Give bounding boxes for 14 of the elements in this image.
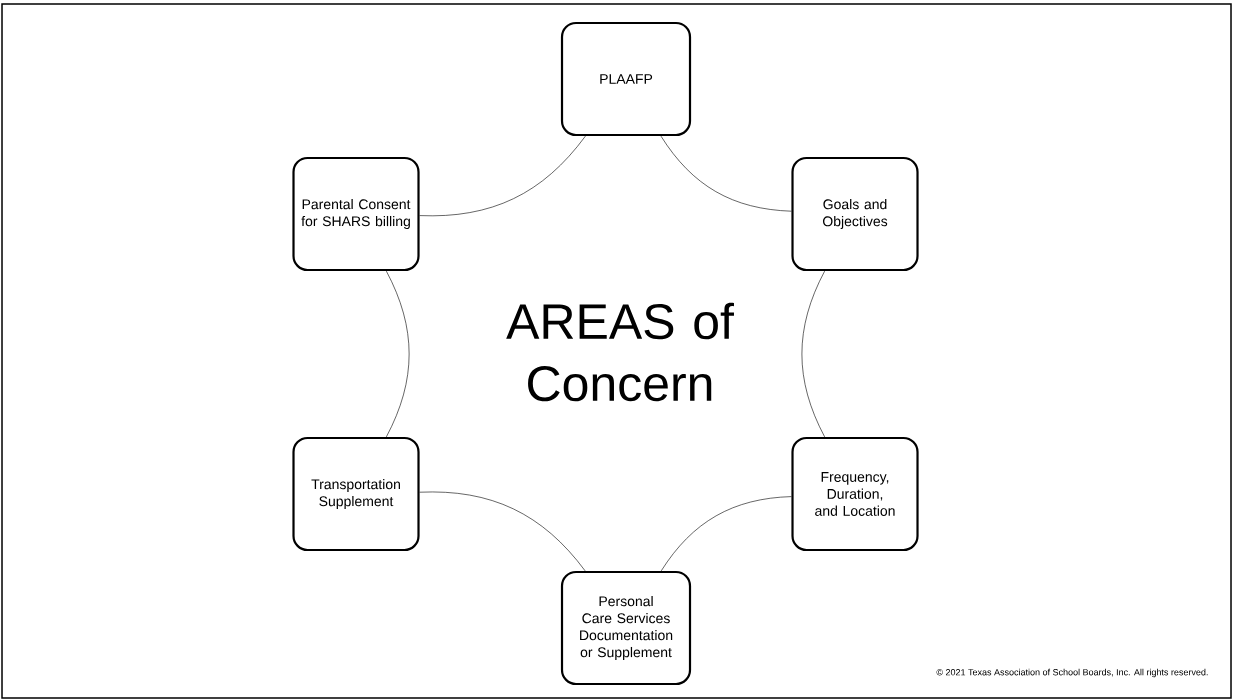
connector-arc (801, 270, 825, 438)
rounded-box: Goals and Objectives (791, 156, 919, 272)
rounded-box: Transportation Supplement (292, 436, 420, 552)
connector-arc (660, 135, 792, 212)
connector-arc (419, 491, 586, 572)
rounded-box: Frequency, Duration, and Location (791, 436, 919, 552)
copyright-note: © 2021 Texas Association of School Boards, Inc. All rights reserved. (936, 668, 1208, 678)
rounded-box: PLAAFP (560, 21, 692, 137)
connector-arc (386, 270, 410, 438)
connector-arc (660, 496, 792, 572)
rounded-box: Personal Care Services Documentation or Supplement (560, 570, 692, 686)
center-heading: AREAS of Concern (506, 302, 734, 402)
connector-arc (419, 135, 586, 217)
rounded-box: Parental Consent for SHARS billing (292, 156, 420, 272)
